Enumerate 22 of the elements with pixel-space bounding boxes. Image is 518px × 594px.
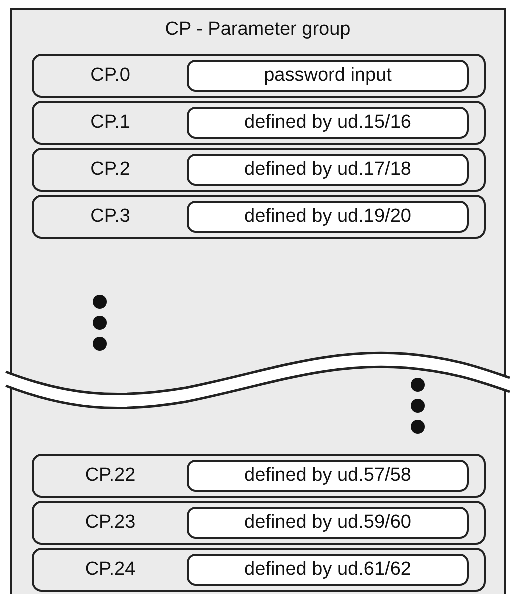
parameter-row — [32, 101, 486, 145]
parameter-name: CP.24 — [84, 559, 137, 581]
parameter-name: CP.0 — [90, 65, 132, 87]
parameter-row — [32, 548, 486, 592]
parameter-name: CP.1 — [90, 112, 132, 134]
parameter-row — [32, 54, 486, 98]
parameter-name: CP.22 — [84, 465, 137, 487]
parameter-row — [32, 454, 486, 498]
value-box: defined by ud.59/60 — [187, 507, 469, 539]
parameter-row — [32, 148, 486, 192]
value-box: defined by ud.19/20 — [187, 201, 469, 233]
value-box: defined by ud.15/16 — [187, 107, 469, 139]
value-box: defined by ud.17/18 — [187, 154, 469, 186]
parameter-row — [32, 195, 486, 239]
value-box: defined by ud.57/58 — [187, 460, 469, 492]
value-box: defined by ud.61/62 — [187, 554, 469, 586]
parameter-row — [32, 501, 486, 545]
parameter-name: CP.23 — [84, 512, 137, 534]
group-title: CP - Parameter group — [164, 19, 352, 41]
parameter-name: CP.3 — [90, 206, 132, 228]
parameter-name: CP.2 — [90, 159, 132, 181]
value-box: password input — [187, 60, 469, 92]
